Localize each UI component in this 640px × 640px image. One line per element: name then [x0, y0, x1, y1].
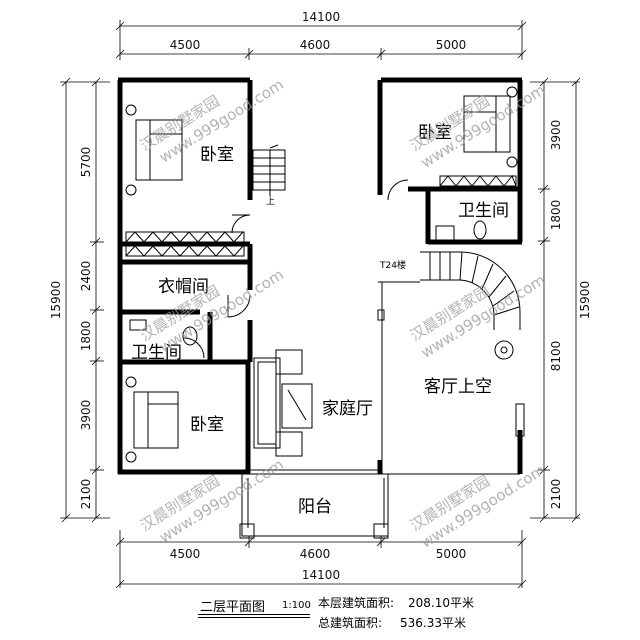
total-area-value: 536.33平米: [400, 616, 466, 630]
bed-nw: [125, 104, 183, 196]
bed-sw: [125, 376, 179, 463]
top-total-dimension: 14100: [302, 10, 340, 24]
stair-up-label: 上: [266, 196, 275, 207]
right-segment-3: 8100: [549, 341, 563, 372]
top-dimensions: 14100 4500 4600 5000: [115, 10, 527, 60]
bottom-total-dimension: 14100: [302, 568, 340, 582]
left-segment-4: 3900: [79, 400, 93, 431]
top-segment-3: 5000: [436, 38, 467, 52]
right-dimensions: 3900 1800 8100 2100 15900: [530, 77, 592, 523]
spiral-stair: [420, 251, 521, 360]
floor-area-value: 208.10平米: [408, 596, 474, 610]
floor-area-label: 本层建筑面积:: [318, 596, 395, 610]
room-cloakroom: 衣帽间: [158, 277, 209, 297]
balcony: [239, 473, 389, 539]
exterior-walls: [117, 77, 523, 475]
bottom-dimensions: 4500 4600 5000 14100: [115, 530, 527, 589]
top-segment-2: 4600: [300, 38, 331, 52]
left-segment-5: 2100: [79, 479, 93, 510]
left-segment-3: 1800: [79, 321, 93, 352]
bottom-segment-2: 4600: [300, 547, 331, 561]
right-segment-1: 3900: [549, 120, 563, 151]
drawing-scale: 1:100: [282, 600, 311, 611]
straight-stair: [252, 144, 286, 196]
bed-ne: [463, 86, 518, 168]
bottom-segment-3: 5000: [436, 547, 467, 561]
void-railing: [377, 281, 525, 470]
left-segment-2: 2400: [79, 261, 93, 292]
right-segment-2: 1800: [549, 200, 563, 231]
left-total-dimension: 15900: [49, 281, 63, 319]
room-bedroom-nw: 卧室: [200, 145, 234, 165]
drawing-title: 二层平面图: [200, 600, 266, 615]
room-bedroom-ne: 卧室: [418, 123, 452, 143]
watermark-bottom-left: 汉晨别墅家园 www.999good.com: [137, 455, 287, 546]
stair-code-label: T24楼: [379, 259, 406, 271]
interior-walls: [120, 241, 253, 365]
title-underline: [198, 614, 310, 615]
room-living-void: 客厅上空: [424, 377, 492, 397]
left-segment-1: 5700: [79, 147, 93, 178]
watermark-middle-right: 汉晨别墅家园 www.999good.com: [407, 271, 548, 362]
bathroom-fixtures: [129, 220, 487, 346]
room-family-hall: 家庭厅: [322, 399, 373, 419]
room-bathroom-east: 卫生间: [458, 201, 509, 221]
left-dimensions: 15900 5700 2400 1800 3900 2100: [49, 77, 110, 523]
right-total-dimension: 15900: [578, 281, 592, 319]
total-area-label: 总建筑面积:: [318, 616, 383, 630]
sofa-set: [253, 349, 313, 457]
room-bedroom-sw: 卧室: [190, 415, 224, 435]
room-bathroom-west: 卫生间: [131, 343, 182, 363]
bottom-segment-1: 4500: [170, 547, 201, 561]
room-balcony: 阳台: [298, 497, 332, 517]
top-segment-1: 4500: [170, 38, 201, 52]
wardrobes: [125, 175, 517, 257]
title-underline-2: [198, 617, 310, 618]
doors: [183, 179, 409, 359]
watermark-bottom-right: 汉晨别墅家园 www.999good.com: [407, 461, 548, 552]
right-segment-4: 2100: [549, 479, 563, 510]
